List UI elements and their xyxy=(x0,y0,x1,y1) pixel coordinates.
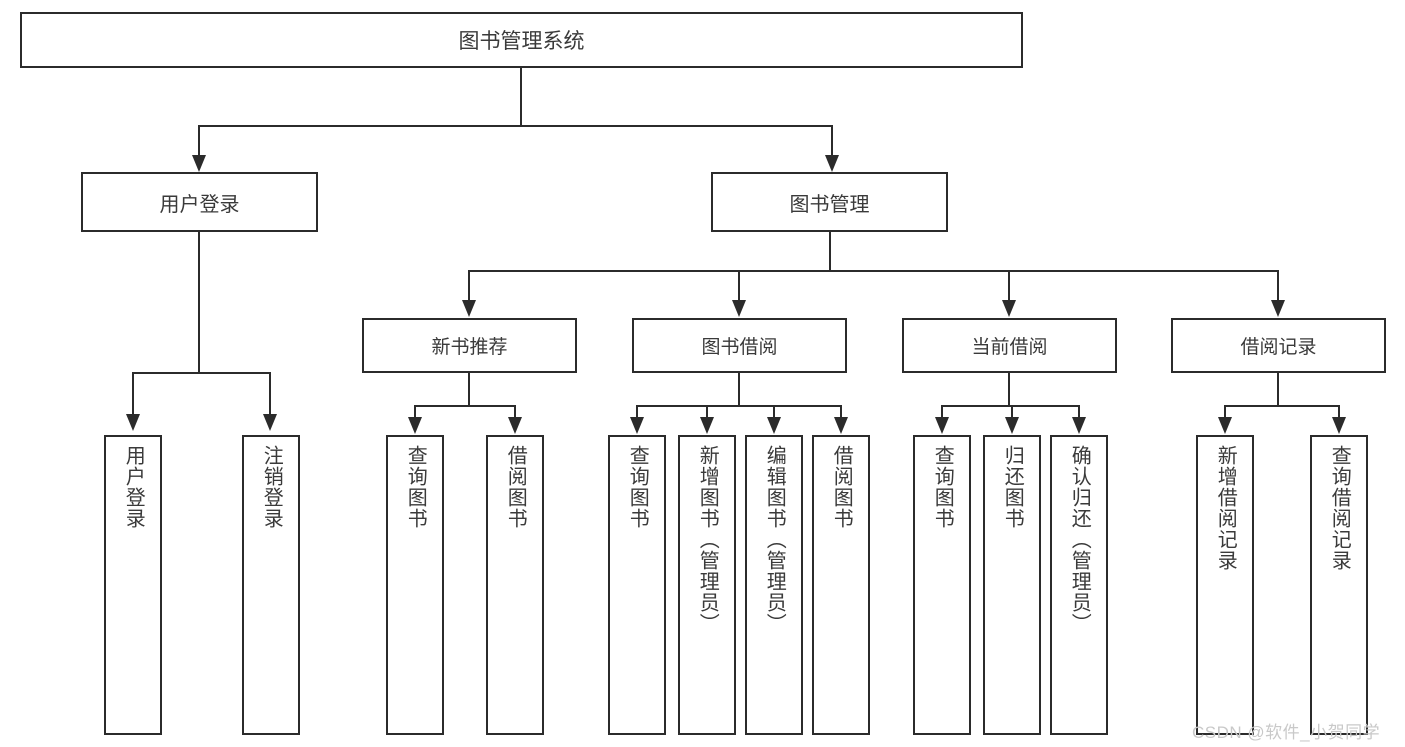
node-leaf-borrow-books-rec[interactable]: 借阅图书 xyxy=(486,435,544,735)
connector-level2-drop-1 xyxy=(831,125,833,156)
node-leaf-borrow-book[interactable]: 借阅图书 xyxy=(812,435,870,735)
node-leaf-label: 注销登录 xyxy=(260,445,283,529)
connector-current-drop-2 xyxy=(1078,405,1080,418)
node-leaf-add-book-admin[interactable]: 新增图书（管理员） xyxy=(678,435,736,735)
connector-login-stem xyxy=(198,232,200,373)
connector-records-drop-1 xyxy=(1338,405,1340,418)
connector-level3-drop-1 xyxy=(738,270,740,301)
csdn-watermark: CSDN @软件_小贺同学 xyxy=(1192,723,1381,742)
node-leaf-label: 用户登录 xyxy=(122,445,145,529)
node-leaf-logout[interactable]: 注销登录 xyxy=(242,435,300,735)
arrowhead-borrow-3 xyxy=(834,417,848,434)
connector-level3-drop-2 xyxy=(1008,270,1010,301)
connector-borrow-stem xyxy=(738,373,740,406)
connector-current-drop-1 xyxy=(1011,405,1013,418)
node-leaf-label: 查询图书 xyxy=(404,445,427,529)
connector-current-bus xyxy=(941,405,1078,407)
node-book-borrow[interactable]: 图书借阅 xyxy=(632,318,847,373)
arrowhead-level2-0 xyxy=(192,155,206,172)
node-leaf-query-borrow-record[interactable]: 查询借阅记录 xyxy=(1310,435,1368,735)
node-book-management[interactable]: 图书管理 xyxy=(711,172,948,232)
connector-books-stem xyxy=(829,232,831,272)
node-borrow-records-label: 借阅记录 xyxy=(1240,337,1317,358)
node-leaf-label: 查询图书 xyxy=(626,445,649,529)
connector-login-drop-1 xyxy=(269,372,271,415)
arrowhead-login-1 xyxy=(263,414,277,431)
node-leaf-return-book[interactable]: 归还图书 xyxy=(983,435,1041,735)
connector-root-stem xyxy=(520,68,522,126)
arrowhead-newbooks-1 xyxy=(508,417,522,434)
arrowhead-level3-0 xyxy=(462,300,476,317)
node-leaf-query-books-rec[interactable]: 查询图书 xyxy=(386,435,444,735)
connector-login-bus xyxy=(132,372,271,374)
node-user-login-label: 用户登录 xyxy=(159,193,240,216)
node-leaf-user-login[interactable]: 用户登录 xyxy=(104,435,162,735)
connector-records-bus xyxy=(1224,405,1339,407)
node-leaf-label: 借阅图书 xyxy=(830,445,853,529)
connector-records-drop-0 xyxy=(1224,405,1226,418)
arrowhead-borrow-0 xyxy=(630,417,644,434)
connector-records-stem xyxy=(1277,373,1279,406)
connector-newbooks-drop-1 xyxy=(514,405,516,418)
connector-level3-drop-0 xyxy=(468,270,470,301)
node-leaf-query-books-current[interactable]: 查询图书 xyxy=(913,435,971,735)
node-new-book-recommend-label: 新书推荐 xyxy=(431,337,508,358)
connector-newbooks-drop-0 xyxy=(414,405,416,418)
arrowhead-current-0 xyxy=(935,417,949,434)
arrowhead-level3-2 xyxy=(1002,300,1016,317)
node-leaf-add-borrow-record[interactable]: 新增借阅记录 xyxy=(1196,435,1254,735)
connector-level2-bus xyxy=(198,125,832,127)
node-leaf-label: 编辑图书（管理员） xyxy=(763,445,786,634)
node-leaf-label: 新增图书（管理员） xyxy=(696,445,719,634)
connector-current-stem xyxy=(1008,373,1010,406)
arrowhead-records-1 xyxy=(1332,417,1346,434)
connector-borrow-drop-1 xyxy=(706,405,708,418)
node-leaf-confirm-return-admin[interactable]: 确认归还（管理员） xyxy=(1050,435,1108,735)
connector-level3-bus xyxy=(468,270,1279,272)
connector-login-drop-0 xyxy=(132,372,134,415)
connector-borrow-drop-3 xyxy=(840,405,842,418)
node-current-borrow[interactable]: 当前借阅 xyxy=(902,318,1117,373)
arrowhead-current-2 xyxy=(1072,417,1086,434)
node-user-login[interactable]: 用户登录 xyxy=(81,172,318,232)
node-book-management-label: 图书管理 xyxy=(789,193,870,216)
node-borrow-records[interactable]: 借阅记录 xyxy=(1171,318,1386,373)
connector-newbooks-stem xyxy=(468,373,470,406)
arrowhead-login-0 xyxy=(126,414,140,431)
arrowhead-records-0 xyxy=(1218,417,1232,434)
node-book-borrow-label: 图书借阅 xyxy=(701,337,778,358)
arrowhead-borrow-1 xyxy=(700,417,714,434)
connector-borrow-drop-0 xyxy=(636,405,638,418)
arrowhead-level3-1 xyxy=(732,300,746,317)
node-current-borrow-label: 当前借阅 xyxy=(971,337,1048,358)
arrowhead-newbooks-0 xyxy=(408,417,422,434)
connector-level2-drop-0 xyxy=(198,125,200,156)
node-leaf-label: 归还图书 xyxy=(1001,445,1024,529)
node-new-book-recommend[interactable]: 新书推荐 xyxy=(362,318,577,373)
connector-borrow-bus xyxy=(636,405,841,407)
node-root-label: 图书管理系统 xyxy=(458,30,585,53)
node-leaf-label: 新增借阅记录 xyxy=(1214,445,1237,571)
node-leaf-query-books-borrow[interactable]: 查询图书 xyxy=(608,435,666,735)
node-leaf-label: 确认归还（管理员） xyxy=(1068,445,1091,634)
connector-borrow-drop-2 xyxy=(773,405,775,418)
node-leaf-label: 查询图书 xyxy=(931,445,954,529)
connector-newbooks-bus xyxy=(414,405,515,407)
node-leaf-edit-book-admin[interactable]: 编辑图书（管理员） xyxy=(745,435,803,735)
arrowhead-current-1 xyxy=(1005,417,1019,434)
arrowhead-level2-1 xyxy=(825,155,839,172)
node-root-system[interactable]: 图书管理系统 xyxy=(20,12,1023,68)
node-leaf-label: 借阅图书 xyxy=(504,445,527,529)
arrowhead-borrow-2 xyxy=(767,417,781,434)
connector-current-drop-0 xyxy=(941,405,943,418)
arrowhead-level3-3 xyxy=(1271,300,1285,317)
connector-level3-drop-3 xyxy=(1277,270,1279,301)
node-leaf-label: 查询借阅记录 xyxy=(1328,445,1351,571)
